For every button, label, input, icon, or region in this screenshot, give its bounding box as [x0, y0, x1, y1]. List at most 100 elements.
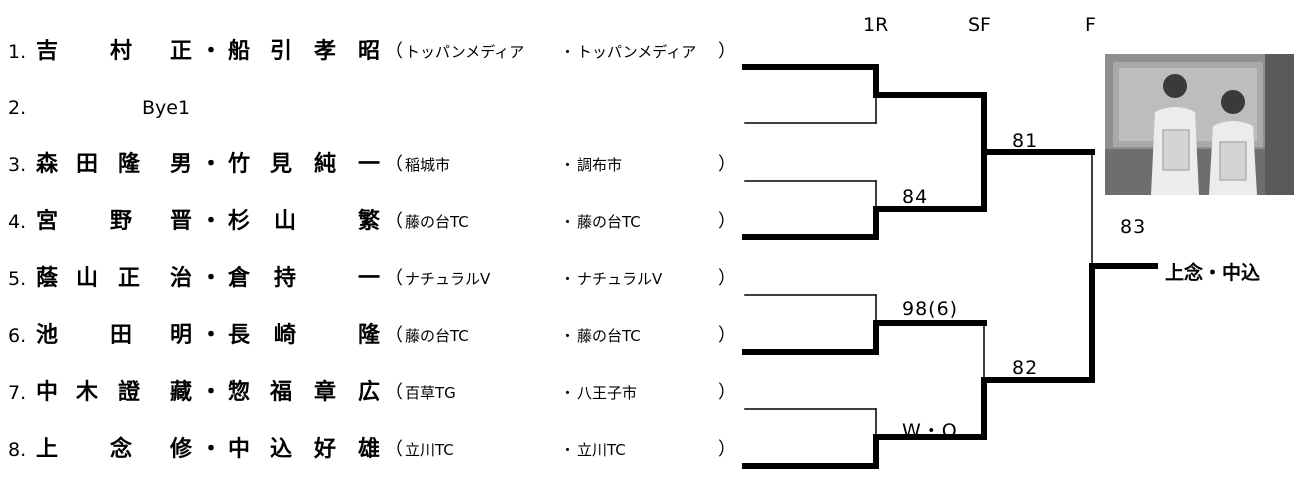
player1-name-char: 明 [170, 323, 193, 348]
player2-name-char: 崎 [274, 323, 297, 348]
club2-name: 藤の台TC [577, 327, 641, 345]
player2-name-char: 持 [274, 266, 297, 291]
club-separator: ・ [560, 270, 576, 288]
paren-open: （ [385, 41, 403, 62]
club1-name: 藤の台TC [405, 213, 469, 231]
player2-name-char: 好 [314, 437, 337, 462]
draw-entry: 6.池田明・長崎隆（藤の台TC・藤の台TC） [0, 319, 745, 353]
player2-name-char: 隆 [358, 323, 381, 348]
draw-entry: 7.中木證藏・惣福章広（百草TG・八王子市） [0, 376, 745, 410]
score-sf1: 81 [1012, 130, 1039, 152]
score-r1-match2: 84 [902, 186, 929, 208]
draw-entry: 4.宮野晋・杉山繁（藤の台TC・藤の台TC） [0, 205, 745, 239]
paren-close: ） [718, 211, 736, 232]
winners-photo [1105, 54, 1294, 195]
club2-name: トッパンメディア [577, 43, 697, 61]
player1-name-char: 村 [110, 39, 133, 64]
pair-separator: ・ [200, 323, 223, 348]
player1-name-char: 木 [76, 380, 99, 405]
club1-name: 百草TG [405, 384, 456, 402]
club1-name: 立川TC [405, 441, 454, 459]
entry-number: 4. [8, 211, 27, 233]
player1-name-char: 森 [36, 152, 59, 177]
paren-close: ） [718, 439, 736, 460]
paren-open: （ [385, 211, 403, 232]
club1-name: ナチュラルV [405, 270, 491, 288]
player2-name-char: 純 [314, 152, 337, 177]
score-r1-match3: 98(6) [902, 298, 959, 320]
draw-entry: 3.森田隆男・竹見純一（稲城市・調布市） [0, 148, 745, 182]
pair-separator: ・ [200, 266, 223, 291]
club-separator: ・ [560, 156, 576, 174]
paren-open: （ [385, 325, 403, 346]
player1-name-char: 隆 [118, 152, 141, 177]
paren-open: （ [385, 382, 403, 403]
pair-separator: ・ [200, 380, 223, 405]
player1-name-char: 田 [110, 323, 133, 348]
score-r1-match4: W・O [902, 420, 958, 442]
player1-name-char: 吉 [36, 39, 59, 64]
player1-name-char: 治 [170, 266, 193, 291]
paren-open: （ [385, 268, 403, 289]
club2-name: ナチュラルV [577, 270, 663, 288]
club1-name: トッパンメディア [405, 43, 525, 61]
player2-name-char: 船 [228, 39, 251, 64]
paren-close: ） [718, 41, 736, 62]
club-separator: ・ [560, 213, 576, 231]
player1-name-char: 男 [170, 152, 193, 177]
player2-name-char: 込 [270, 437, 293, 462]
pair-separator: ・ [200, 152, 223, 177]
player1-name-char: 池 [36, 323, 59, 348]
bye-label: Bye1 [142, 97, 191, 119]
player2-name-char: 倉 [228, 266, 251, 291]
club2-name: 藤の台TC [577, 213, 641, 231]
paren-close: ） [718, 325, 736, 346]
paren-close: ） [718, 154, 736, 175]
club-separator: ・ [560, 384, 576, 402]
pair-separator: ・ [200, 437, 223, 462]
paren-close: ） [718, 382, 736, 403]
player1-name-char: 晋 [170, 209, 193, 234]
player2-name-char: 杉 [228, 209, 251, 234]
club-separator: ・ [560, 441, 576, 459]
entry-number: 5. [8, 268, 27, 290]
player1-name-char: 中 [36, 380, 59, 405]
draw-entry: 5.蔭山正治・倉持一（ナチュラルV・ナチュラルV） [0, 262, 745, 296]
club1-name: 藤の台TC [405, 327, 469, 345]
draw-entry: 1.吉村正・船引孝昭（トッパンメディア・トッパンメディア） [0, 35, 745, 69]
entry-number: 1. [8, 41, 27, 63]
club2-name: 八王子市 [577, 384, 638, 402]
player2-name-char: 引 [270, 39, 293, 64]
champion-label: 上念・中込 [1165, 262, 1261, 284]
club2-name: 立川TC [577, 441, 626, 459]
player1-name-char: 山 [76, 266, 99, 291]
player2-name-char: 長 [228, 323, 251, 348]
player1-name-char: 上 [36, 437, 59, 462]
player1-name-char: 念 [110, 437, 133, 462]
club2-name: 調布市 [577, 156, 623, 174]
player1-name-char: 證 [118, 380, 141, 405]
player2-name-char: 山 [274, 209, 297, 234]
score-final: 83 [1120, 216, 1147, 238]
player1-name-char: 藏 [170, 380, 193, 405]
club-separator: ・ [560, 43, 576, 61]
player2-name-char: 広 [358, 380, 381, 405]
entry-number: 2. [8, 97, 27, 119]
player2-name-char: 一 [358, 152, 381, 177]
entry-number: 8. [8, 439, 27, 461]
paren-close: ） [718, 268, 736, 289]
round-header-f: F [1085, 14, 1096, 36]
player2-name-char: 竹 [228, 152, 251, 177]
score-sf2: 82 [1012, 357, 1039, 379]
club-separator: ・ [560, 327, 576, 345]
round-header-1r: 1R [863, 14, 889, 36]
draw-entry: 2. Bye1 [0, 91, 745, 125]
pair-separator: ・ [200, 39, 223, 64]
entry-number: 6. [8, 325, 27, 347]
player2-name-char: 孝 [314, 39, 337, 64]
player2-name-char: 章 [314, 380, 337, 405]
player2-name-char: 中 [228, 437, 251, 462]
player1-name-char: 田 [76, 152, 99, 177]
player1-name-char: 正 [118, 266, 141, 291]
